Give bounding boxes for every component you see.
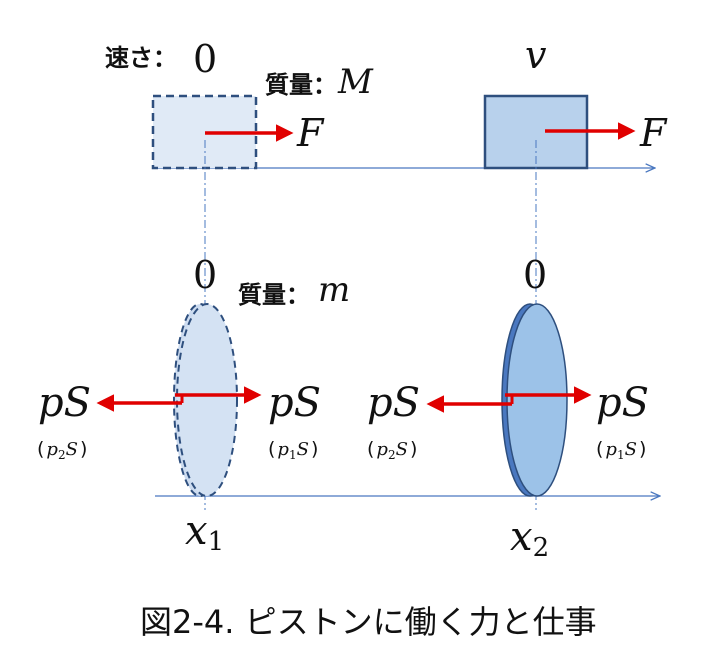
speed-label: 速さ： <box>105 44 177 72</box>
figure-caption: 図2-4. ピストンに働く力と仕事 <box>140 603 597 641</box>
sub-label-right-piston-left: (p2S) <box>367 438 417 462</box>
pressure-force-label-left-piston-left: pS <box>38 380 91 426</box>
sub-label-right-piston-right: (p1S) <box>596 438 646 462</box>
position-label-x1: x1 <box>185 508 224 557</box>
speed-value-right: v <box>525 33 547 77</box>
mass-label-bottom: 質量： <box>238 281 310 309</box>
piston-initial <box>173 303 238 497</box>
mass-symbol-top: M <box>337 62 374 102</box>
sub-label-left-piston-right: (p1S) <box>268 438 318 462</box>
speed-value-left: 0 <box>193 37 217 81</box>
speed-value-bottom-left: 0 <box>193 253 217 297</box>
force-label-top-right: F <box>639 111 668 155</box>
force-label-top-left: F <box>296 111 325 155</box>
sub-label-left-piston-left: (p2S) <box>37 438 87 462</box>
speed-value-bottom-right: 0 <box>523 253 547 297</box>
mass-label-top: 質量： <box>265 71 337 99</box>
pressure-force-label-left-piston-right: pS <box>268 380 321 426</box>
position-label-x2: x2 <box>510 514 549 563</box>
piston-final <box>501 303 568 497</box>
pressure-force-label-right-piston-right: pS <box>596 380 649 426</box>
pressure-force-label-right-piston-left: pS <box>367 380 420 426</box>
mass-symbol-bottom: m <box>318 270 350 310</box>
